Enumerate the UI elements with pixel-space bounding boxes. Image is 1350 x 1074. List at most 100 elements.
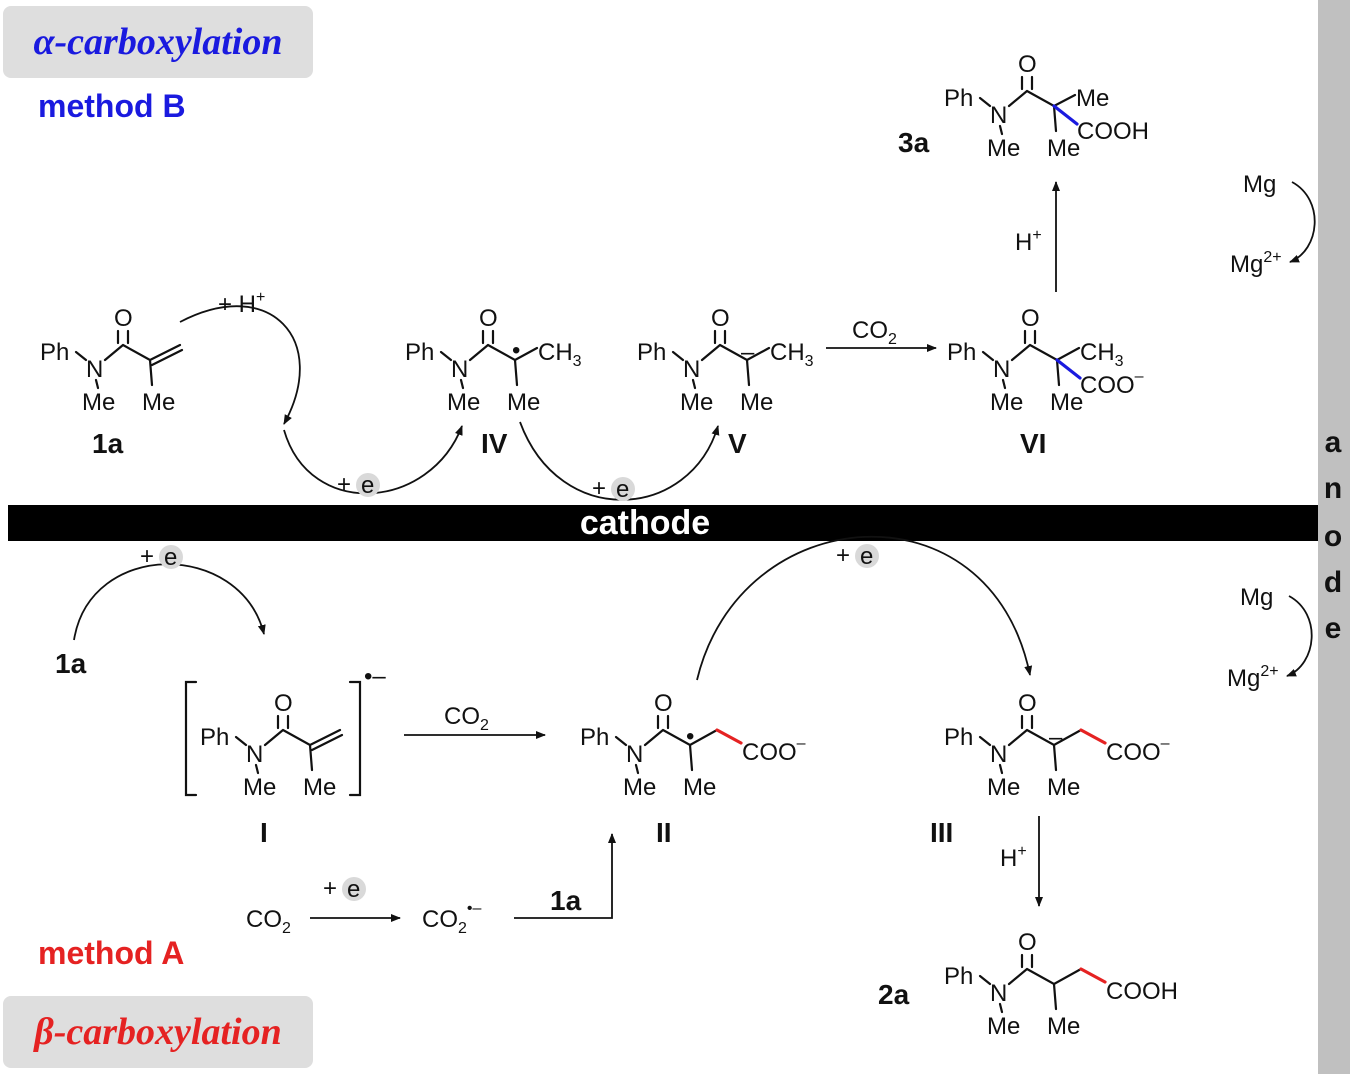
anode-letter: a [1325, 426, 1342, 459]
radical-dot: • [686, 723, 694, 750]
atom-o: O [114, 305, 133, 332]
reagent-plus: + [592, 475, 606, 502]
atom-me: Me [142, 389, 175, 416]
beta-tag: β-carboxylation [32, 1011, 281, 1053]
atom-o: O [1018, 690, 1037, 717]
atom-o: O [1018, 929, 1037, 956]
reagent-co2: CO2 [444, 703, 489, 734]
molecule-vi: Ph N O Me Me CH3 COO– [947, 305, 1144, 416]
arrow-mg-oxidation [1289, 181, 1316, 263]
arrow-protonation [179, 305, 301, 425]
atom-n: N [683, 356, 700, 383]
atom-me: Me [1047, 774, 1080, 801]
atom-me: Me [987, 135, 1020, 162]
atom-n: N [990, 980, 1007, 1007]
atom-ch3: CH3 [770, 339, 814, 370]
electron-bubble [356, 473, 380, 497]
reagent-mg: Mg [1243, 171, 1276, 198]
molecule-1a-top: Ph N O Me Me [40, 305, 184, 416]
co2-radical-anion: CO2•– [422, 900, 482, 937]
reagent-plus: + [836, 542, 850, 569]
new-bond-alpha [1055, 358, 1082, 380]
atom-me: Me [1076, 85, 1109, 112]
atom-o: O [654, 690, 673, 717]
new-bond-beta [1079, 728, 1107, 745]
reagent-e: e [361, 472, 374, 499]
reagent-e: e [860, 543, 873, 570]
label-3a: 3a [898, 127, 930, 158]
atom-ch3: CH3 [1080, 339, 1124, 370]
atom-me: Me [1050, 389, 1083, 416]
label-iii: III [930, 817, 953, 848]
carbanion-charge: – [1049, 724, 1063, 751]
atom-coo: COO– [742, 735, 806, 766]
label-ii: II [656, 817, 672, 848]
alpha-tag-box [3, 6, 313, 78]
new-bond-alpha [1052, 104, 1079, 126]
reagent-plus: + [323, 875, 337, 902]
reagent-e: e [616, 476, 629, 503]
reagent-plus: + [140, 543, 154, 570]
molecule-iv: Ph N O Me Me CH3 • [405, 305, 582, 416]
atom-ph: Ph [580, 724, 609, 751]
anode-label: a n o d e [1324, 426, 1342, 645]
arrow-ii-to-iii [696, 535, 1033, 681]
alpha-tag: α-carboxylation [33, 21, 282, 63]
label-1a-bottom: 1a [55, 648, 87, 679]
label-1a-top: 1a [92, 428, 124, 459]
atom-o: O [1018, 51, 1037, 78]
atom-ph: Ph [405, 339, 434, 366]
molecule-ii: Ph N O Me Me COO– • [580, 690, 806, 801]
atom-ph: Ph [944, 963, 973, 990]
atom-o: O [1021, 305, 1040, 332]
atom-ph: Ph [944, 724, 973, 751]
atom-me: Me [740, 389, 773, 416]
atom-n: N [451, 356, 468, 383]
reagent-e: e [347, 876, 360, 903]
atom-me: Me [1047, 135, 1080, 162]
reagent-mg2: Mg2+ [1230, 249, 1282, 278]
reagent-e: e [164, 544, 177, 571]
atom-n: N [246, 741, 263, 768]
atom-ch3: CH3 [538, 339, 582, 370]
electron-bubble [159, 545, 183, 569]
atom-coo: COO– [1106, 735, 1170, 766]
anode-letter: d [1324, 566, 1342, 599]
atom-me: Me [1047, 1013, 1080, 1040]
electron-bubble [855, 544, 879, 568]
reagent-plus: + [337, 471, 351, 498]
reagent-mg: Mg [1240, 584, 1273, 611]
arrow-co2-radical-to-ii [514, 833, 616, 919]
atom-me: Me [243, 774, 276, 801]
atom-me: Me [303, 774, 336, 801]
arrow-1a-to-i [73, 563, 266, 641]
beta-tag-box [3, 996, 313, 1068]
atom-ph: Ph [944, 85, 973, 112]
molecule-v: Ph N O Me Me CH3 – [637, 305, 814, 416]
new-bond-beta [715, 728, 743, 745]
atom-me: Me [987, 1013, 1020, 1040]
atom-me: Me [82, 389, 115, 416]
label-1a-arrow: 1a [550, 885, 582, 916]
reagent-h-plus: H+ [1015, 227, 1042, 256]
cathode-label: cathode [580, 504, 710, 542]
atom-o: O [711, 305, 730, 332]
atom-me: Me [987, 774, 1020, 801]
label-i: I [260, 817, 268, 848]
label-v: V [728, 428, 747, 459]
atom-n: N [990, 741, 1007, 768]
atom-n: N [993, 356, 1010, 383]
molecule-2a: Ph N O Me Me COOH [944, 929, 1178, 1040]
molecule-i: Ph N O Me Me •– [184, 663, 386, 801]
electron-bubble [342, 877, 366, 901]
atom-n: N [990, 102, 1007, 129]
atom-me: Me [447, 389, 480, 416]
label-2a: 2a [878, 979, 910, 1010]
anode-letter: n [1324, 472, 1342, 505]
method-b-label: method B [38, 88, 186, 124]
arrow-mg-oxidation [1286, 595, 1313, 677]
reagent-plus-h: + H+ [218, 289, 265, 318]
reagent-co2: CO2 [852, 317, 897, 348]
atom-o: O [479, 305, 498, 332]
atom-cooh: COOH [1077, 118, 1149, 145]
